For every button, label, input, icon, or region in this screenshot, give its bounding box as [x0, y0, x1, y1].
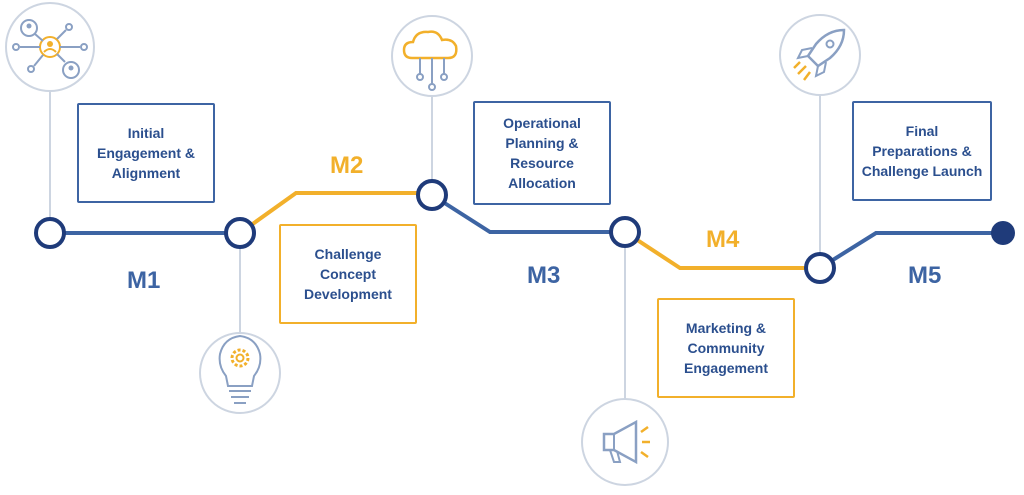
rocket-icon	[779, 14, 861, 96]
milestone-label-m4: M4	[706, 226, 740, 253]
milestone-label-m5: M5	[908, 262, 942, 289]
task-box-m4: Marketing & Community Engagement	[657, 298, 795, 398]
network-people-icon	[5, 2, 95, 92]
segment-m5	[818, 231, 1003, 270]
task-box-m1: Initial Engagement & Alignment	[77, 103, 215, 203]
lightbulb-gear-icon	[199, 332, 281, 414]
node-m5-start	[804, 252, 836, 284]
task-box-m3: Operational Planning & Resource Allocati…	[473, 101, 611, 205]
milestone-label-m2: M2	[330, 152, 364, 179]
milestone-label-m1: M1	[127, 267, 161, 294]
node-m2-start	[224, 217, 256, 249]
task-box-m2: Challenge Concept Development	[279, 224, 417, 324]
node-m1-start	[34, 217, 66, 249]
node-end	[991, 221, 1015, 245]
node-m3-start	[416, 179, 448, 211]
node-m4-start	[609, 216, 641, 248]
task-box-m5: Final Preparations & Challenge Launch	[852, 101, 992, 201]
segment-m3	[430, 193, 625, 234]
cloud-network-icon	[391, 15, 473, 97]
segment-m4	[623, 230, 820, 270]
megaphone-icon	[581, 398, 669, 486]
segment-m2	[238, 191, 432, 235]
milestone-label-m3: M3	[527, 262, 561, 289]
